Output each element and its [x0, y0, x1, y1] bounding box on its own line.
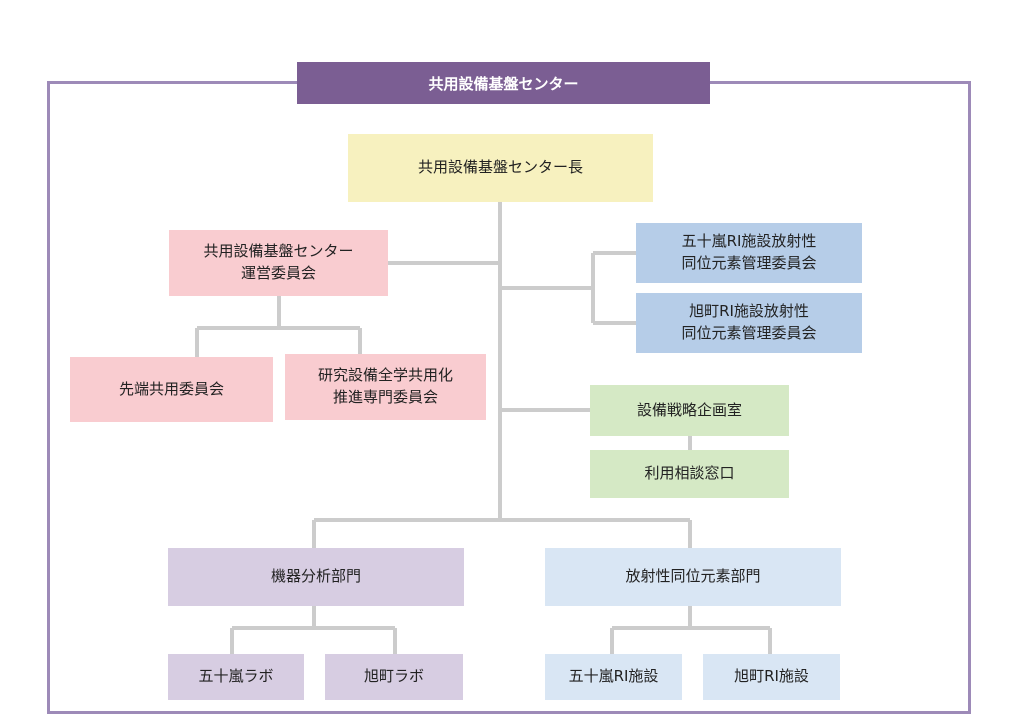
- igarashi-lab-label: 五十嵐ラボ: [198, 667, 274, 686]
- asahimachi-ri-committee-line2: 同位元素管理委員会: [681, 324, 817, 342]
- asahimachi-ri-box: 旭町RI施設: [703, 654, 840, 700]
- research-committee-line1: 研究設備全学共用化: [317, 366, 453, 385]
- asahimachi-ri-label: 旭町RI施設: [734, 667, 809, 686]
- asahimachi-ri-committee-line1: 旭町RI施設放射性: [689, 302, 809, 321]
- igarashi-ri-box: 五十嵐RI施設: [545, 654, 682, 700]
- igarashi-ri-committee-box: 五十嵐RI施設放射性 同位元素管理委員会: [636, 223, 862, 283]
- steering-committee-box: 共用設備基盤センター 運営委員会: [169, 230, 388, 296]
- strategy-office-box: 設備戦略企画室: [590, 385, 789, 436]
- steering-committee-line1: 共用設備基盤センター: [203, 242, 354, 261]
- research-committee-box: 研究設備全学共用化 推進専門委員会: [285, 354, 486, 420]
- director-label: 共用設備基盤センター長: [417, 158, 583, 177]
- strategy-office-label: 設備戦略企画室: [636, 400, 742, 419]
- igarashi-ri-label: 五十嵐RI施設: [568, 667, 659, 686]
- asahimachi-lab-box: 旭町ラボ: [325, 654, 463, 700]
- instrument-division-label: 機器分析部門: [270, 567, 361, 586]
- asahimachi-lab-label: 旭町ラボ: [363, 667, 424, 686]
- radioisotope-division-box: 放射性同位元素部門: [545, 548, 841, 606]
- igarashi-ri-committee-line1: 五十嵐RI施設放射性: [681, 232, 817, 251]
- advanced-committee-box: 先端共用委員会: [70, 357, 273, 422]
- page-title: 共用設備基盤センター: [297, 62, 710, 104]
- consultation-desk-label: 利用相談窓口: [644, 464, 735, 483]
- advanced-committee-label: 先端共用委員会: [118, 379, 224, 398]
- asahimachi-ri-committee-box: 旭町RI施設放射性 同位元素管理委員会: [636, 293, 862, 353]
- director-box: 共用設備基盤センター長: [348, 134, 653, 202]
- research-committee-line2: 推進専門委員会: [332, 388, 438, 406]
- consultation-desk-box: 利用相談窓口: [590, 450, 789, 498]
- radioisotope-division-label: 放射性同位元素部門: [625, 567, 761, 586]
- instrument-division-box: 機器分析部門: [168, 548, 464, 606]
- steering-committee-line2: 運営委員会: [240, 264, 316, 282]
- igarashi-lab-box: 五十嵐ラボ: [168, 654, 304, 700]
- igarashi-ri-committee-line2: 同位元素管理委員会: [681, 254, 817, 272]
